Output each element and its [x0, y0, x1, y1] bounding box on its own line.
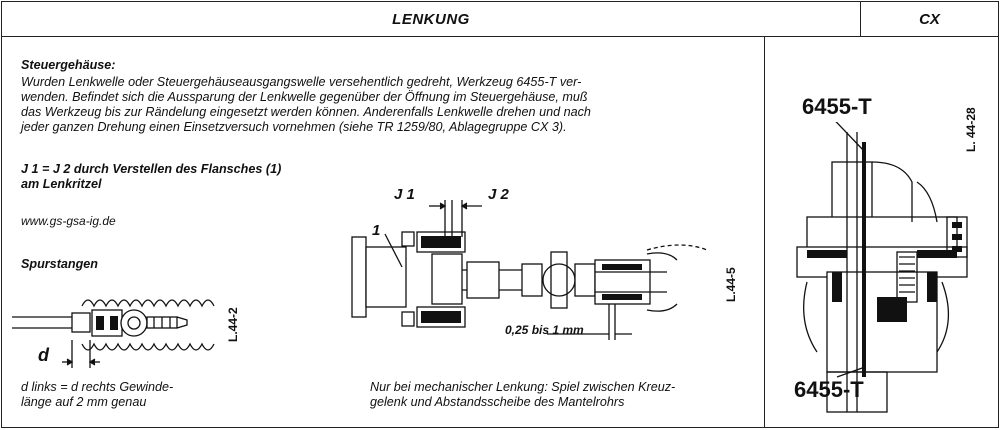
- label-j2: J 2: [488, 186, 509, 203]
- steuergehaeuse-heading: Steuergehäuse:: [21, 58, 116, 72]
- label-j1: J 1: [394, 186, 415, 203]
- tool-label-top: 6455-T: [802, 94, 872, 119]
- shaft-caption-line-1: Nur bei mechanischer Lenkung: Spiel zwis…: [370, 380, 676, 394]
- steering-box-drawing: [796, 122, 968, 413]
- header-bar: LENKUNG CX: [2, 2, 998, 37]
- spurstangen-caption-line-2: länge auf 2 mm genau: [21, 395, 147, 409]
- tool-label-bottom: 6455-T: [794, 377, 864, 402]
- steuergehaeuse-line-1: Wurden Lenkwelle oder Steuergehäuseausga…: [21, 75, 582, 89]
- dimension-d-label: d: [38, 345, 49, 365]
- steering-shaft-drawing: [351, 200, 708, 340]
- spurstangen-drawing: [12, 299, 215, 368]
- flansch-line-2: am Lenkritzel: [21, 177, 102, 191]
- spurstangen-figure-ref: L.44-2: [226, 307, 240, 342]
- shaft-caption-line-2: gelenk und Abstandsscheibe des Mantelroh…: [370, 395, 625, 409]
- model-title: CX: [919, 10, 940, 28]
- steuergehaeuse-line-3: das Werkzeug bis zur Rändelung eingesetz…: [21, 105, 591, 119]
- label-gap: 0,25 bis 1 mm: [505, 323, 584, 337]
- shaft-figure-ref: L.44-5: [724, 267, 738, 302]
- steuergehaeuse-line-4: jeder ganzen Drehung einen Einsetzversuc…: [21, 120, 567, 134]
- steuergehaeuse-line-2: wenden. Befindet sich die Aussparung der…: [21, 90, 588, 104]
- website-link[interactable]: www.gs-gsa-ig.de: [21, 214, 116, 228]
- flansch-line-1: J 1 = J 2 durch Verstellen des Flansches…: [21, 162, 282, 176]
- column-divider: [764, 37, 765, 427]
- section-title: LENKUNG: [2, 2, 861, 36]
- label-flange-1: 1: [372, 222, 381, 239]
- steering-box-figure-ref: L. 44-28: [964, 107, 978, 152]
- spurstangen-caption-line-1: d links = d rechts Gewinde-: [21, 380, 174, 394]
- spurstangen-heading: Spurstangen: [21, 257, 98, 271]
